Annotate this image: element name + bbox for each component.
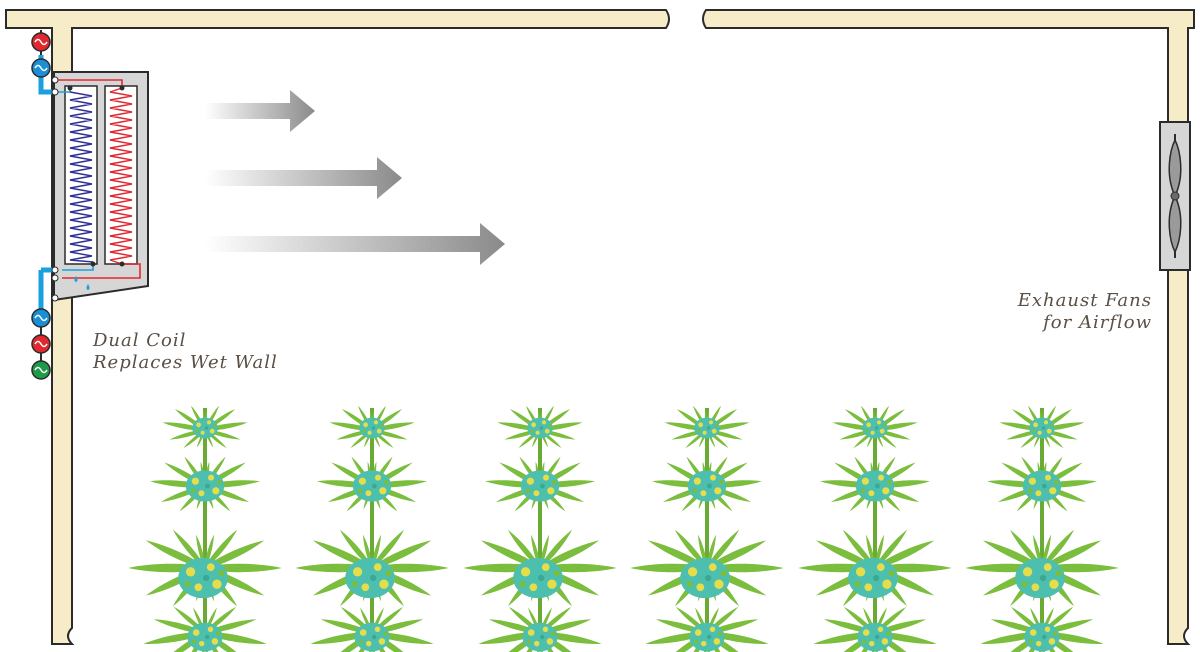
cannabis-plant-icon (798, 400, 952, 652)
pump-icon (31, 360, 51, 380)
dual-coil-label-line2: Replaces Wet Wall (93, 352, 278, 373)
airflow-arrow-icon (205, 157, 402, 199)
exhaust-fan-icon (1159, 121, 1191, 271)
dual-coil-unit (51, 71, 149, 302)
water-drip-icon (74, 276, 78, 282)
water-drip-icon (86, 284, 90, 290)
hot-coil-icon (109, 87, 133, 265)
cannabis-plant-icon (630, 400, 784, 652)
cannabis-plant-icon (128, 400, 282, 652)
cold-coil-icon (69, 91, 94, 263)
airflow-arrows (205, 90, 505, 265)
pump-icon (31, 308, 51, 328)
ceiling-left (5, 9, 670, 645)
exhaust-fans-label-line2: for Airflow (1043, 312, 1152, 333)
ceiling-right (702, 9, 1195, 645)
airflow-arrow-icon (205, 90, 315, 132)
pump-icon (31, 32, 51, 52)
cannabis-plant-icon (463, 400, 617, 652)
cannabis-plant-icon (965, 400, 1119, 652)
plant-row (128, 400, 1119, 652)
exhaust-fans-label-line1: Exhaust Fans (1017, 290, 1152, 311)
cannabis-plant-icon (295, 400, 449, 652)
dual-coil-label-line1: Dual Coil (93, 330, 187, 351)
pump-icon (31, 334, 51, 354)
pump-icon (31, 58, 51, 78)
airflow-arrow-icon (205, 223, 505, 265)
room-walls (5, 9, 1195, 645)
exhaust-fans-label: Exhaust Fans for Airflow (1018, 290, 1152, 334)
dual-coil-label: Dual Coil Replaces Wet Wall (93, 330, 278, 374)
